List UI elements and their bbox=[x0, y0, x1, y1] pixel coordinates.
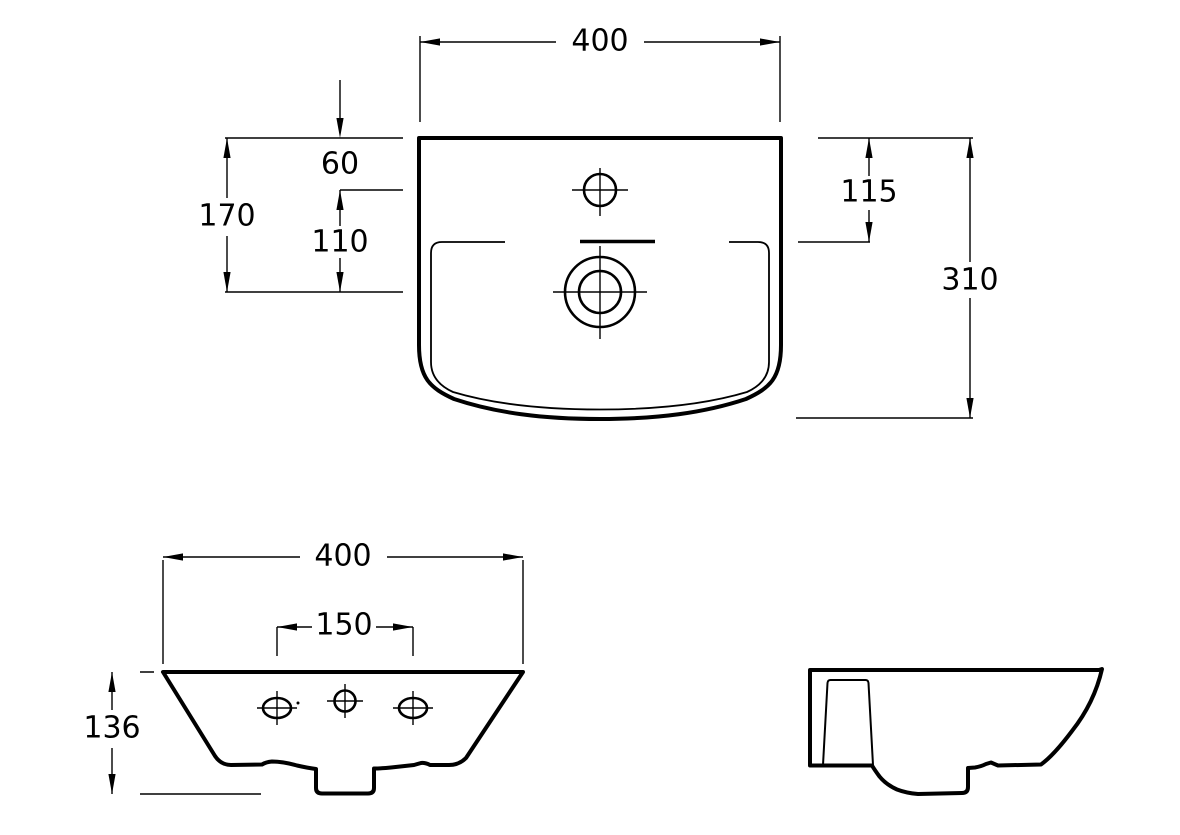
dim-tap-to-waste: 110 bbox=[311, 190, 369, 292]
side-view bbox=[808, 667, 1104, 796]
dim-rim-to-bowl-front: 115 bbox=[840, 138, 898, 242]
dim-plan-width: 400 bbox=[419, 24, 781, 122]
front-tap-hole-left bbox=[257, 691, 300, 725]
dim-overall-depth: 310 bbox=[941, 138, 999, 418]
dim-offset-total: 170 bbox=[198, 138, 256, 292]
arrowhead-up bbox=[223, 138, 231, 158]
arrowhead-up bbox=[865, 138, 873, 158]
side-fixing-recess bbox=[822, 679, 874, 766]
dim-offset-total-label: 170 bbox=[198, 199, 255, 234]
dim-front-height-label: 136 bbox=[83, 711, 140, 746]
plan-view: 400 60 110 170 bbox=[198, 24, 999, 421]
arrowhead-up bbox=[108, 672, 116, 692]
front-tap-hole-centre bbox=[327, 684, 363, 718]
side-outline bbox=[808, 667, 1104, 796]
dim-tap-offset-label: 60 bbox=[321, 147, 359, 182]
extension-line bbox=[419, 36, 781, 122]
arrowhead-down bbox=[108, 774, 116, 794]
arrowhead-down bbox=[336, 272, 344, 292]
arrowhead-right bbox=[393, 623, 413, 631]
arrowhead-left bbox=[277, 623, 297, 631]
plan-inner-rim bbox=[430, 241, 770, 411]
arrowhead-down bbox=[966, 398, 974, 418]
arrowhead-down bbox=[865, 222, 873, 242]
arrowhead-right bbox=[760, 38, 780, 46]
stray-dot bbox=[296, 701, 300, 705]
dim-tap-hole-spacing-label: 150 bbox=[315, 608, 372, 643]
extension-line bbox=[276, 627, 414, 656]
dim-front-height: 136 bbox=[83, 671, 261, 795]
tap-hole bbox=[572, 168, 628, 216]
front-view: 400 150 136 bbox=[83, 539, 525, 796]
extension-line bbox=[162, 560, 524, 664]
arrowhead-down bbox=[223, 272, 231, 292]
dim-front-width-label: 400 bbox=[314, 539, 371, 574]
arrowhead-up bbox=[336, 190, 344, 210]
front-tap-hole-right bbox=[393, 691, 433, 725]
dim-front-width: 400 bbox=[162, 539, 524, 664]
arrowhead-up bbox=[966, 138, 974, 158]
front-outline bbox=[161, 670, 525, 796]
dim-overall-depth-label: 310 bbox=[941, 263, 998, 298]
dim-tap-to-waste-label: 110 bbox=[311, 225, 368, 260]
arrowhead-left bbox=[420, 38, 440, 46]
dim-plan-width-label: 400 bbox=[571, 24, 628, 59]
dim-rim-to-bowl-front-label: 115 bbox=[840, 175, 897, 210]
arrowhead-down bbox=[336, 118, 344, 138]
extension-line bbox=[140, 671, 261, 795]
arrowhead-left bbox=[163, 553, 183, 561]
waste-hole bbox=[553, 246, 647, 339]
dim-tap-offset: 60 bbox=[321, 80, 359, 182]
arrowhead-right bbox=[503, 553, 523, 561]
dim-tap-hole-spacing: 150 bbox=[276, 608, 414, 656]
